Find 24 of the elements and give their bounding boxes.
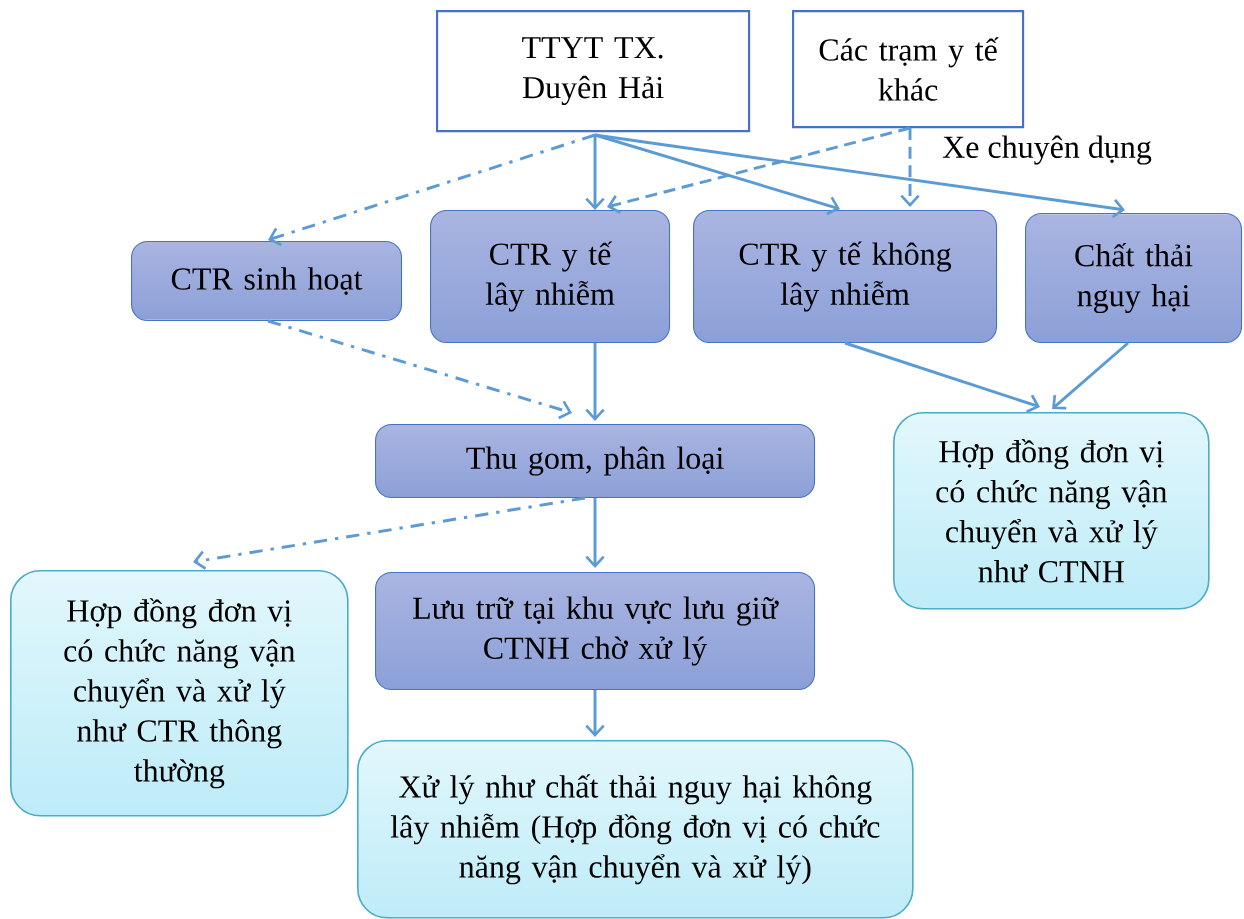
arrow	[268, 133, 596, 246]
process-box: TTYT TX. Duyên Hải	[436, 10, 751, 133]
arrow	[585, 343, 605, 421]
arrow	[607, 126, 911, 214]
outcome-box: Xử lý như chất thải nguy hại không lây nhiễm (Hợp đồng đơn vị có chức năng vận chuyển và xử lý)	[357, 740, 914, 919]
process-box: Các trạm y tế khác	[792, 10, 1025, 129]
process-box: Thu gom, phân loại	[375, 424, 816, 499]
outcome-box: Hợp đồng đơn vị có chức năng vận chuyển và xử lý như CTNH	[893, 412, 1210, 610]
arrow	[844, 341, 1040, 413]
process-box: CTR y tế không lây nhiễm	[693, 210, 998, 344]
arrow	[900, 128, 920, 207]
arrow	[193, 496, 586, 570]
process-box: Lưu trữ tại khu vực lưu giữ CTNH chờ xử lý	[375, 572, 816, 691]
process-box: CTR y tế lây nhiễm	[430, 210, 671, 344]
process-box: CTR sinh hoạt	[131, 241, 403, 322]
outcome-box: Hợp đồng đơn vị có chức năng vận chuyển và xử lý như CTR thông thường	[10, 570, 349, 817]
edge-label: Xe chuyên dụng	[940, 134, 1154, 166]
arrow	[267, 319, 572, 420]
arrow	[585, 135, 605, 210]
arrow	[1052, 341, 1129, 410]
arrow	[594, 133, 1125, 219]
arrow	[585, 498, 605, 568]
arrow	[585, 690, 605, 737]
process-box: Chất thải nguy hại	[1025, 213, 1243, 344]
